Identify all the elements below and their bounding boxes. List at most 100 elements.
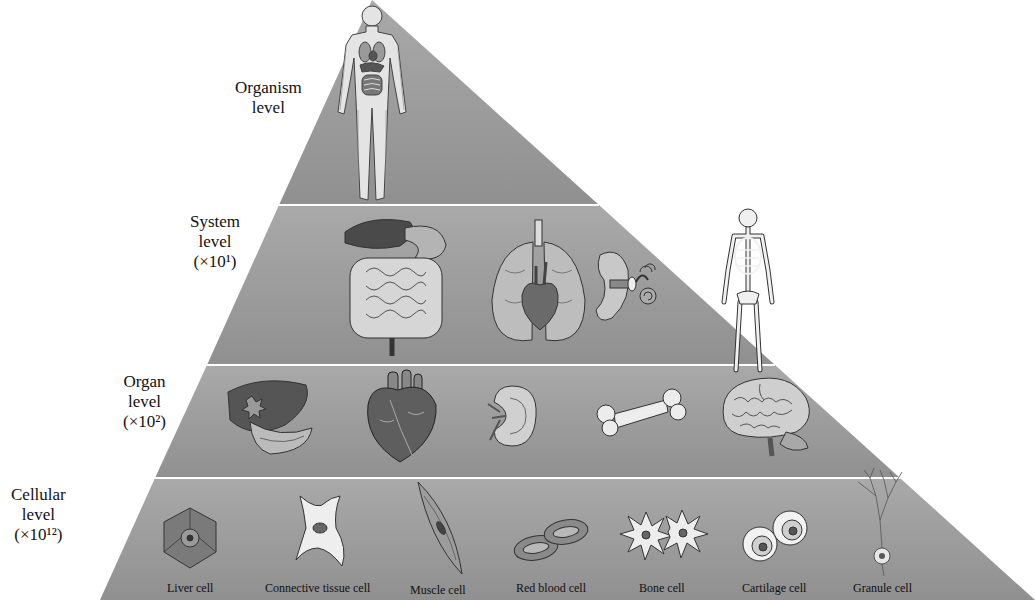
brain-organ-part [732,384,792,428]
digestive-system-part [345,220,413,249]
granule-cell-drawing-part [874,548,890,564]
human-figure [338,6,406,200]
human-figure-part [338,26,406,200]
cartilage-cell-drawing-part [759,543,767,551]
skeleton-system-part [724,228,772,370]
skeleton-system-part [739,209,757,227]
human-figure-part [362,6,382,26]
bone-cell-drawing-part [664,510,708,558]
bone-cell-drawing [620,510,708,560]
connective-tissue-cell-drawing-part [296,496,344,566]
brain-organ-part [770,438,772,456]
ear-system-part [640,288,656,304]
digestive-system-part [366,268,426,318]
muscle-cell-drawing-part [435,520,447,535]
ear-system-part [636,275,648,282]
cartilage-cell-drawing-part [752,536,772,556]
human-figure-part [362,75,382,95]
bone-organ-part [614,400,668,428]
granule-cell-drawing-part [858,468,902,576]
skeleton-system-part [737,291,759,304]
cell-label: Cartilage cell [742,581,806,595]
ear-system-part [644,292,652,300]
digestive-system-part [405,226,446,259]
muscle-cell-drawing [418,482,462,574]
pyramid-part [207,205,775,365]
human-figure-part [360,63,384,72]
bone-cell-drawing-part [679,529,687,537]
liver-organ [228,381,312,454]
bone-cell-drawing-part [620,512,672,560]
pyramid [100,0,1035,600]
red-blood-cell-drawing [512,516,589,563]
digestive-system [345,220,446,356]
red-blood-cell-drawing-part [552,525,579,539]
level-label: Organ level (×10²) [123,372,166,432]
ear-system-part [628,277,636,291]
brain-organ-part [723,378,809,437]
liver-cell-drawing-part [181,529,199,547]
pyramid-part [100,478,1035,600]
skeleton-system-part [737,250,759,266]
bone-cell-drawing-part [642,531,650,539]
skeleton-system-part [735,238,761,274]
brain-organ-part [780,432,808,450]
liver-organ-part [260,436,304,442]
cell-label: Liver cell [167,581,213,595]
respiratory-system-part [535,220,542,246]
respiratory-system-part [522,283,558,330]
liver-cell-drawing-part [187,535,193,541]
pyramid-part [207,364,775,366]
level-label: System level (×10¹) [190,212,240,272]
bone-organ [597,389,686,436]
skeleton-system [724,209,772,370]
skeleton-system-part-part [724,228,772,370]
human-figure-part [364,79,380,91]
cartilage-cell-drawing-part [743,527,777,561]
ear-system-part [640,264,655,272]
kidney-organ-part [510,398,526,434]
kidney-organ [488,386,536,446]
level-label: Cellular level (×10¹²) [11,485,66,545]
cell-label: Granule cell [853,581,912,595]
brain-organ [723,378,809,456]
human-figure-part [340,50,404,195]
skeleton-system-part [724,228,772,370]
respiratory-system [492,220,585,341]
kidney-organ-part [488,404,505,440]
human-figure-part [359,42,371,62]
connective-tissue-cell-drawing-part [313,523,327,533]
cartilage-cell-drawing-part [773,511,807,545]
human-figure-part [369,51,377,61]
liver-cell-drawing [164,508,216,568]
skeleton-system-part-part [724,228,772,370]
ear-system [596,252,656,320]
cell-label: Red blood cell [516,581,586,595]
cartilage-cell-drawing-part [789,527,797,535]
liver-cell-drawing-part [164,508,216,568]
pyramid-part [155,365,900,478]
muscle-cell-drawing-part [418,482,462,574]
liver-organ-part [250,422,312,454]
red-blood-cell-drawing-part [542,516,589,547]
pyramid-part [279,0,599,205]
pyramid-part [155,477,900,479]
cell-label: Bone cell [639,581,685,595]
digestive-system-part [390,338,395,356]
cartilage-cell-drawing [743,511,807,561]
liver-cell-drawing-part [164,508,216,552]
cell-label: Muscle cell [410,583,466,597]
respiratory-system-part [536,262,546,285]
cartilage-cell-drawing-part [782,520,802,540]
liver-organ-part [228,381,307,432]
heart-organ-part [380,400,424,455]
cell-label: Connective tissue cell [265,581,370,595]
heart-organ-part [368,387,437,462]
pyramid-part [279,204,599,206]
heart-organ [368,370,437,462]
level-label: Organism level [235,78,302,118]
liver-organ-part [242,396,266,419]
bone-organ-part [602,420,618,436]
